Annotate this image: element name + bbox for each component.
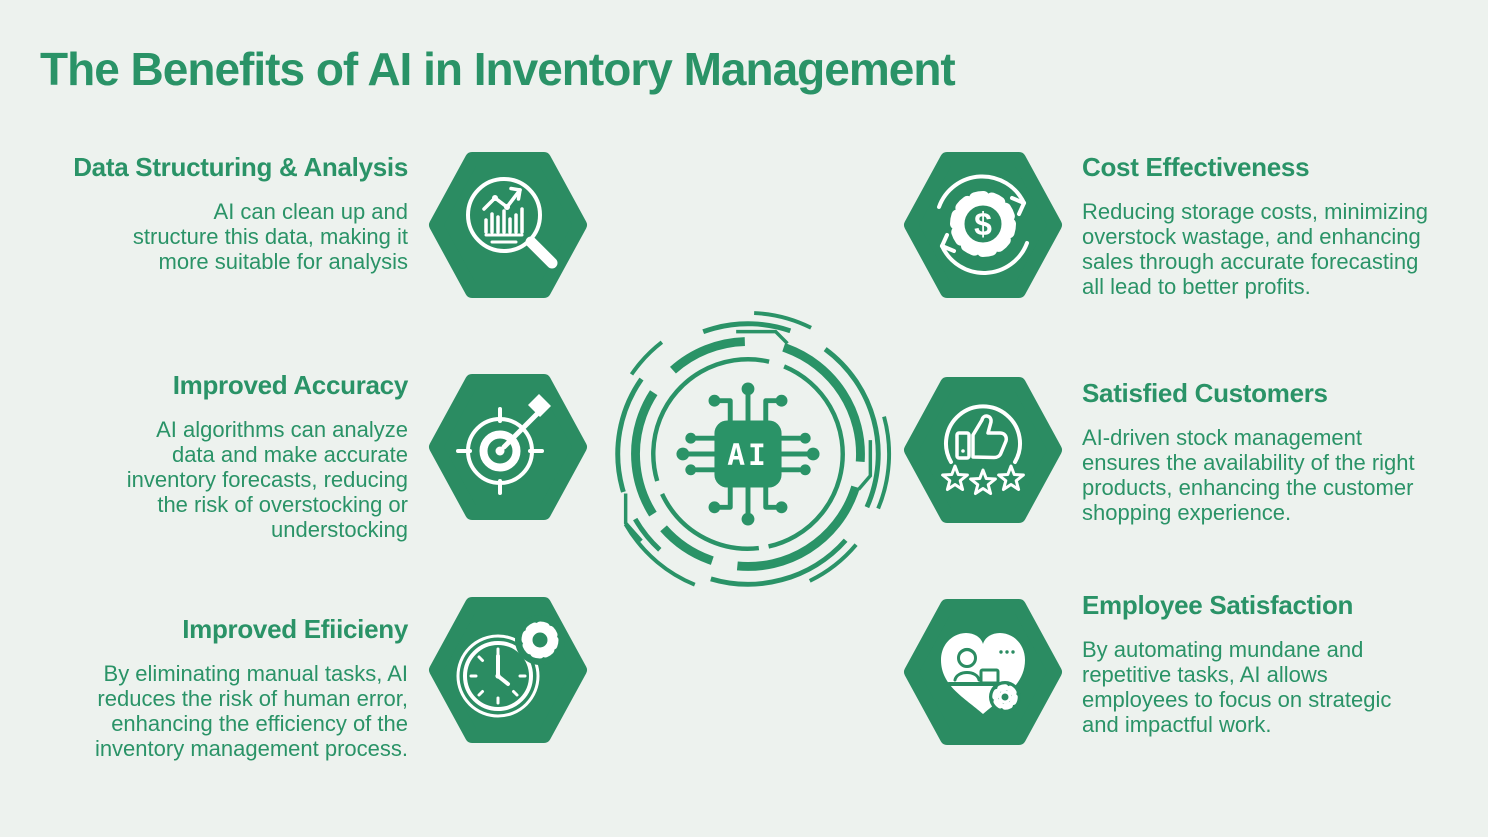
target-dart-icon	[429, 374, 587, 520]
hexagon-badge: $	[903, 151, 1063, 299]
thumbs-up-stars-icon	[904, 377, 1062, 523]
svg-text:$: $	[974, 206, 992, 242]
hexagon-badge	[903, 598, 1063, 746]
hexagon-badge	[428, 151, 588, 299]
section-body: By eliminating manual tasks, AI reduces …	[94, 661, 408, 762]
chip-label: AI	[727, 438, 769, 472]
employee-heart-icon	[904, 599, 1062, 745]
section-heading: Improved Efiicieny	[182, 614, 408, 644]
section-cost-effectiveness: Cost Effectiveness Reducing storage cost…	[1082, 152, 1462, 299]
section-heading: Improved Accuracy	[172, 370, 409, 400]
section-satisfied-customers: Satisfied Customers AI-driven stock mana…	[1082, 378, 1462, 525]
clock-gear-icon	[429, 597, 587, 743]
section-body: AI can clean up and structure this data,…	[132, 199, 408, 275]
section-body: Reducing storage costs, minimizing overs…	[1082, 199, 1429, 300]
section-body: AI-driven stock management ensures the a…	[1082, 425, 1415, 526]
ai-chip-icon: AI	[604, 310, 892, 598]
section-body: AI algorithms can analyze data and make …	[126, 417, 408, 543]
section-heading: Cost Effectiveness	[1082, 152, 1310, 182]
section-employee-satisfaction: Employee Satisfaction By automating mund…	[1082, 590, 1462, 737]
chart-magnifier-icon	[429, 152, 587, 298]
page-title: The Benefits of AI in Inventory Manageme…	[40, 43, 956, 95]
section-heading: Data Structuring & Analysis	[73, 152, 408, 182]
dollar-gear-cycle-icon: $	[904, 152, 1062, 298]
section-heading: Employee Satisfaction	[1082, 590, 1354, 620]
section-improved-accuracy: Improved Accuracy AI algorithms can anal…	[28, 370, 409, 543]
hexagon-badge	[903, 376, 1063, 524]
ai-chip-circle-illustration: AI	[600, 306, 896, 602]
section-heading: Satisfied Customers	[1082, 378, 1328, 408]
hexagon-badge	[428, 596, 588, 744]
section-data-structuring: Data Structuring & Analysis AI can clean…	[28, 152, 408, 274]
section-body: By automating mundane and repetitive tas…	[1082, 637, 1392, 738]
hexagon-badge	[428, 373, 588, 521]
section-improved-efficiency: Improved Efiicieny By eliminating manual…	[28, 614, 408, 761]
